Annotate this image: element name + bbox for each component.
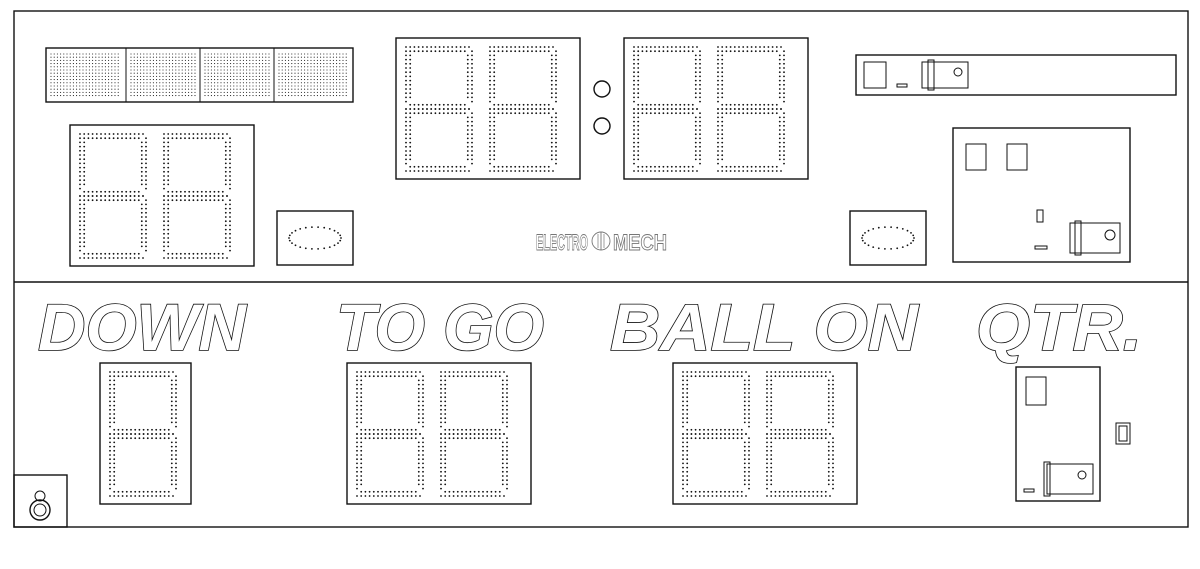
home-score-digit xyxy=(79,133,147,259)
small-switch-inner xyxy=(1118,425,1128,442)
padlock-icon xyxy=(29,490,51,521)
down-digit xyxy=(109,371,177,497)
clock-seconds-digit xyxy=(717,46,785,172)
ball-on-display xyxy=(672,362,858,505)
clock-seconds-digit xyxy=(633,46,701,172)
scoreboard-frame xyxy=(13,10,1189,528)
control-box xyxy=(952,127,1131,263)
home-score-digit xyxy=(163,133,231,259)
to-go-digit xyxy=(356,371,424,497)
down-label: DOWN xyxy=(38,290,247,364)
clock-minutes-digit xyxy=(405,46,473,172)
ball-on-label: BALL ON xyxy=(610,290,919,364)
home-possession-indicator xyxy=(276,210,354,266)
team-name-panel xyxy=(45,47,354,103)
controller-device-icon xyxy=(1069,220,1121,256)
to-go-display xyxy=(346,362,532,505)
colon-icon xyxy=(593,80,611,135)
clock-minutes-digit xyxy=(489,46,557,172)
football-possession-icon xyxy=(288,226,342,250)
service-lock xyxy=(13,474,68,528)
guest-possession-indicator xyxy=(849,210,927,266)
to-go-digit xyxy=(440,371,508,497)
to-go-label: TO GO xyxy=(336,290,544,364)
clock-minutes-display xyxy=(395,37,581,180)
small-switch xyxy=(1115,422,1131,445)
quarter-device-icon xyxy=(1043,461,1094,497)
logo-text-right: MECH xyxy=(613,230,667,255)
football-possession-icon xyxy=(861,226,915,250)
clock-seconds-display xyxy=(623,37,809,180)
horn-device-icon xyxy=(921,59,969,91)
logo-text-left: ELECTRO xyxy=(536,230,588,255)
quarter-box xyxy=(1015,366,1101,502)
guest-name-panel xyxy=(855,54,1177,96)
ball-on-digit xyxy=(766,371,834,497)
down-display xyxy=(99,362,192,505)
ball-on-digit xyxy=(682,371,750,497)
brand-logo: ELECTRO MECH xyxy=(536,230,668,256)
qtr-label: QTR. xyxy=(976,290,1142,364)
home-score-display xyxy=(69,124,255,267)
